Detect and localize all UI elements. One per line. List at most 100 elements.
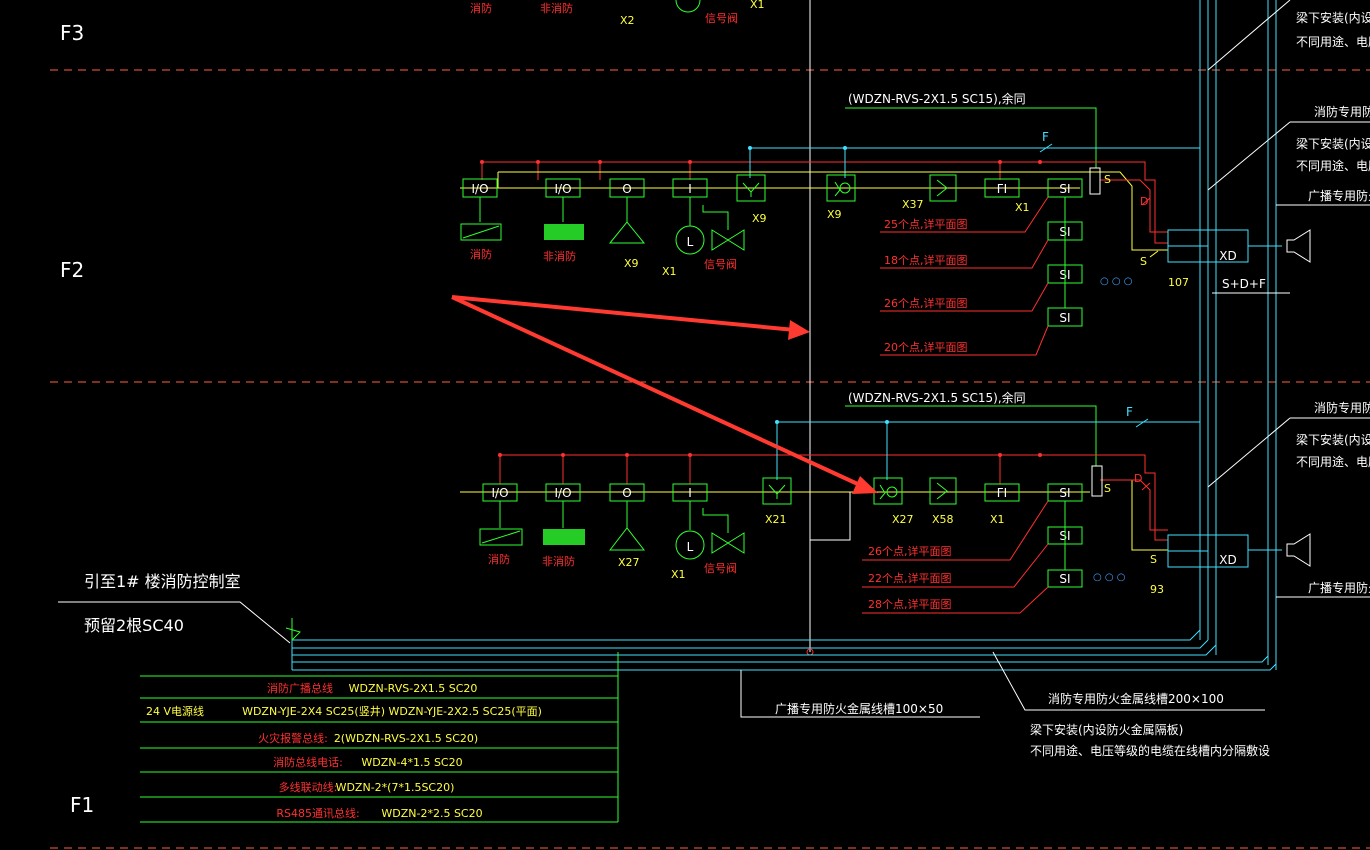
f2-panel-num: 107 bbox=[1168, 276, 1189, 289]
f2-nonfire-icon bbox=[544, 224, 584, 240]
annotation-arrows bbox=[451, 295, 878, 494]
f2-module-o: O bbox=[622, 182, 631, 196]
f1-smoke-icon bbox=[886, 486, 898, 498]
f1-label-nonfire: 非消防 bbox=[542, 554, 575, 568]
legend-name-0: 消防广播总线 bbox=[267, 681, 333, 695]
f1-line-s2: S bbox=[1150, 553, 1157, 566]
arrow-to-detector bbox=[451, 295, 863, 488]
f2-line-d: D bbox=[1140, 195, 1148, 208]
legend-spec-5: WDZN-2*2.5 SC20 bbox=[381, 807, 482, 820]
f2-label-x1a: X1 bbox=[662, 265, 677, 278]
f2-l-label: L bbox=[687, 235, 694, 249]
arrow-head-1 bbox=[788, 320, 810, 340]
f2-module-fi: FI bbox=[997, 182, 1007, 196]
f2-heat-icon bbox=[936, 179, 948, 197]
f2-module-io-2: I/O bbox=[554, 182, 571, 196]
f1-module-io-2: I/O bbox=[554, 486, 571, 500]
bottom-note-1: 梁下安装(内设防火金属隔板) bbox=[1030, 722, 1183, 737]
f1-module-io-1: I/O bbox=[491, 486, 508, 500]
f1-note-1: 26个点,详平面图 bbox=[868, 544, 952, 558]
f1-si-2: SI bbox=[1059, 572, 1070, 586]
f1-line-s1: S bbox=[1104, 482, 1111, 495]
f1-l-label: L bbox=[687, 540, 694, 554]
legend-name-2: 火灾报警总线: bbox=[258, 731, 328, 745]
f2-line-f: F bbox=[1042, 130, 1049, 144]
f1-module-si: SI bbox=[1059, 486, 1070, 500]
rn-tray-broadcast-1: 广播专用防火 bbox=[1308, 188, 1370, 203]
f1-note-3: 28个点,详平面图 bbox=[868, 597, 952, 611]
rn-install-a2: 不同用途、电压等 bbox=[1296, 34, 1370, 49]
f2-label-nonfire: 非消防 bbox=[543, 249, 576, 263]
f1-note-2: 22个点,详平面图 bbox=[868, 571, 952, 585]
f2-alarm-icon bbox=[608, 221, 646, 244]
rn-tray-fire-1: 消防专用防火 bbox=[1314, 104, 1370, 119]
rn-tray-broadcast-2: 广播专用防火 bbox=[1308, 580, 1370, 595]
legend-spec-4: WDZN-2*(7*1.5SC20) bbox=[336, 781, 455, 794]
break-symbol bbox=[285, 618, 301, 642]
f2-dots: ○ ○ ○ bbox=[1100, 276, 1133, 287]
f2-smoke-icon bbox=[839, 182, 851, 194]
f1-panel-num: 93 bbox=[1150, 583, 1164, 596]
f1-l-circle bbox=[675, 530, 705, 560]
f2-label-x9a: X9 bbox=[624, 257, 639, 270]
legend-spec-0: WDZN-RVS-2X1.5 SC20 bbox=[349, 682, 478, 695]
f1-label-fire: 消防 bbox=[488, 552, 510, 566]
f1-system: (WDZN-RVS-2X1.5 SC15),余同 F D S S bbox=[460, 390, 1311, 614]
top-label-fire: 消防 bbox=[470, 1, 492, 15]
f1-nonfire-icon bbox=[543, 529, 585, 545]
f2-label-x9c: X9 bbox=[827, 208, 842, 221]
fire-tray-leader bbox=[992, 651, 1265, 711]
f2-speaker-symbol bbox=[1286, 229, 1311, 263]
fire-tray-label: 消防专用防火金属线槽200×100 bbox=[1048, 691, 1224, 706]
f1-dots: ○ ○ ○ bbox=[1093, 572, 1126, 583]
f2-note-2: 18个点,详平面图 bbox=[884, 253, 968, 267]
f1-label-x27a: X27 bbox=[618, 556, 640, 569]
rn-install-b2: 不同用途、电压等 bbox=[1296, 158, 1370, 173]
top-label-nonfire: 非消防 bbox=[540, 1, 573, 15]
f1-damper-icon bbox=[479, 528, 523, 546]
f1-line-f: F bbox=[1126, 405, 1133, 419]
rn-install-c2: 不同用途、电压等 bbox=[1296, 454, 1370, 469]
f1-module-fi: FI bbox=[997, 486, 1007, 500]
legend-name-3: 消防总线电话: bbox=[273, 755, 343, 769]
legend-spec-3: WDZN-4*1.5 SC20 bbox=[361, 756, 462, 769]
f2-damper-icon bbox=[460, 223, 502, 241]
control-room-label: 引至1# 楼消防控制室 bbox=[84, 572, 241, 591]
f2-note-3: 26个点,详平面图 bbox=[884, 296, 968, 310]
f1-alarm-icon bbox=[608, 527, 646, 551]
legend-name-1: 24 V电源线 bbox=[146, 704, 204, 718]
f2-module-si: SI bbox=[1059, 182, 1070, 196]
f1-line-d: D bbox=[1134, 472, 1142, 485]
reserve-label: 预留2根SC40 bbox=[84, 616, 184, 635]
f2-label-signal: 信号阀 bbox=[704, 257, 737, 271]
bottom-note-2: 不同用途、电压等级的电缆在线槽内分隔敷设 bbox=[1030, 743, 1270, 758]
cable-legend: 消防广播总线 WDZN-RVS-2X1.5 SC20 24 V电源线 WDZN-… bbox=[140, 652, 619, 823]
control-leader bbox=[58, 601, 291, 644]
legend-spec-2: 2(WDZN-RVS-2X1.5 SC20) bbox=[334, 732, 478, 745]
top-label-signal: 信号阀 bbox=[705, 11, 738, 25]
floor-label-f2: F2 bbox=[60, 258, 84, 282]
f1-speaker-symbol bbox=[1286, 533, 1311, 567]
f1-valve-icon bbox=[711, 532, 745, 554]
arrow-head-2 bbox=[852, 476, 878, 494]
f2-label-x1b: X1 bbox=[1015, 201, 1030, 214]
f2-label-x9b: X9 bbox=[752, 212, 767, 225]
cyan-risers bbox=[291, 0, 1277, 671]
broadcast-tray-leader bbox=[740, 670, 980, 718]
f1-speaker-icon bbox=[768, 484, 786, 499]
f2-module-i: I bbox=[688, 182, 692, 196]
f2-panel: XD bbox=[1219, 249, 1236, 263]
f2-note-1: 25个点,详平面图 bbox=[884, 217, 968, 231]
rn-install-a1: 梁下安装(内设防 bbox=[1296, 10, 1370, 25]
f2-sdf: S+D+F bbox=[1222, 277, 1266, 291]
f1-panel: XD bbox=[1219, 553, 1236, 567]
f1-module-o: O bbox=[622, 486, 631, 500]
f2-line-s1: S bbox=[1104, 173, 1111, 186]
rn-install-c1: 梁下安装(内设防 bbox=[1296, 432, 1370, 447]
f1-label-signal: 信号阀 bbox=[704, 561, 737, 575]
f1-label-x1b: X1 bbox=[990, 513, 1005, 526]
arrow-to-riser bbox=[451, 295, 796, 332]
top-cut-circle bbox=[675, 0, 701, 13]
f2-system: (WDZN-RVS-2X1.5 SC15),余同 F D S S bbox=[460, 91, 1311, 356]
